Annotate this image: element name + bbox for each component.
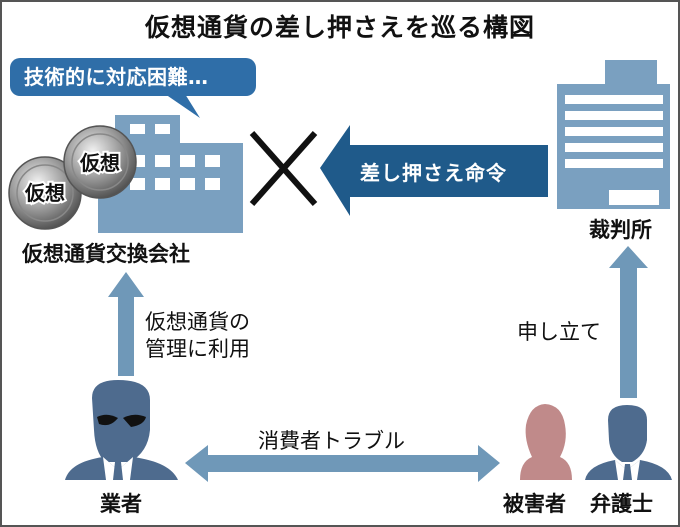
dispute-arrow — [185, 445, 500, 482]
diagram-title: 仮想通貨の差し押さえを巡る構図 — [144, 13, 535, 42]
lawyer-label: 弁護士 — [590, 492, 653, 516]
use-arrow-label-line2: 管理に利用 — [145, 337, 250, 361]
order-arrow — [320, 125, 548, 216]
petition-arrow-label: 申し立て — [517, 320, 601, 344]
court-building-icon — [557, 60, 670, 209]
petition-arrow — [609, 246, 648, 398]
coin-label: 仮想 — [79, 151, 120, 175]
victim-person-icon — [520, 404, 572, 480]
bubble-tail — [165, 94, 200, 118]
court-label: 裁判所 — [589, 218, 652, 242]
victim-label: 被害者 — [503, 492, 566, 516]
dispute-arrow-label: 消費者トラブル — [258, 429, 405, 453]
order-arrow-label: 差し押さえ命令 — [360, 161, 507, 185]
coin-icon — [63, 125, 137, 199]
use-arrow-label-line1: 仮想通貨の — [145, 310, 250, 334]
lawyer-person-icon — [585, 405, 672, 480]
operator-person-icon — [65, 380, 178, 480]
operator-label: 業者 — [100, 492, 142, 516]
cross-icon — [249, 131, 318, 206]
speech-bubble: 技術的に対応困難… — [10, 58, 256, 96]
coin-label: 仮想 — [24, 181, 65, 205]
exchange-label: 仮想通貨交換会社 — [22, 242, 190, 266]
use-arrow — [108, 272, 144, 376]
